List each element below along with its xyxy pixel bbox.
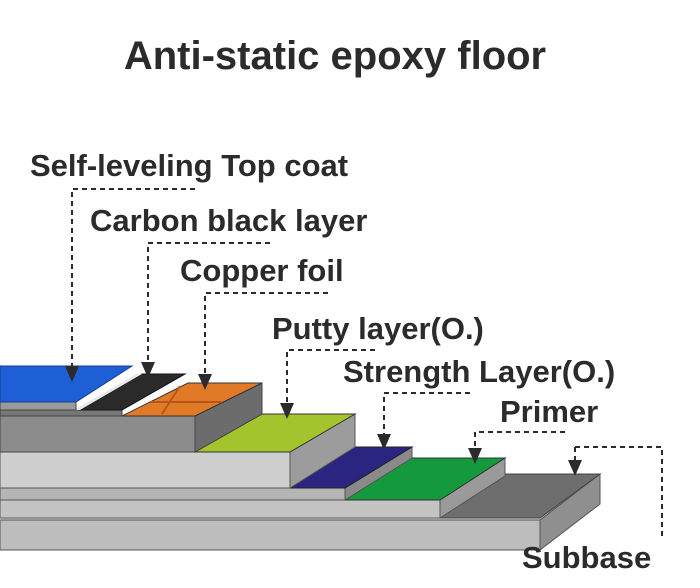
- arrow-strength: [377, 434, 391, 450]
- arrowheads: [65, 362, 582, 476]
- leader-subbase: [575, 446, 663, 540]
- putty-step: [0, 413, 357, 489]
- leader-lines: [71, 188, 663, 540]
- arrow-carbon: [141, 362, 155, 378]
- diagram-title: Anti-static epoxy floor: [123, 34, 547, 78]
- arrow-putty: [280, 403, 294, 419]
- label-primer: Primer: [500, 394, 599, 429]
- label-subbase: Subbase: [522, 540, 652, 575]
- arrow-topcoat: [65, 366, 79, 382]
- arrow-primer: [468, 448, 482, 464]
- topcoat-top: [0, 365, 134, 403]
- copper-top: [121, 382, 263, 417]
- strength-step: [0, 446, 414, 501]
- topcoat-step: [0, 365, 134, 411]
- label-top-coat: Self-leveling Top coat: [30, 148, 349, 183]
- copper-step: [0, 382, 263, 453]
- leader-primer: [474, 431, 565, 450]
- leader-carbon: [147, 242, 270, 364]
- label-putty-layer: Putty layer(O.): [272, 311, 484, 346]
- arrow-subbase: [568, 460, 582, 476]
- label-carbon-black: Carbon black layer: [90, 203, 368, 238]
- arrow-copper: [198, 374, 212, 390]
- leader-copper: [204, 292, 328, 375]
- primer-step: [0, 457, 507, 519]
- label-copper-foil: Copper foil: [180, 253, 344, 288]
- label-strength-layer: Strength Layer(O.): [343, 354, 616, 389]
- carbon-step: [0, 373, 187, 417]
- leader-topcoat: [71, 188, 195, 368]
- leader-strength: [383, 392, 470, 436]
- leader-putty: [286, 349, 375, 405]
